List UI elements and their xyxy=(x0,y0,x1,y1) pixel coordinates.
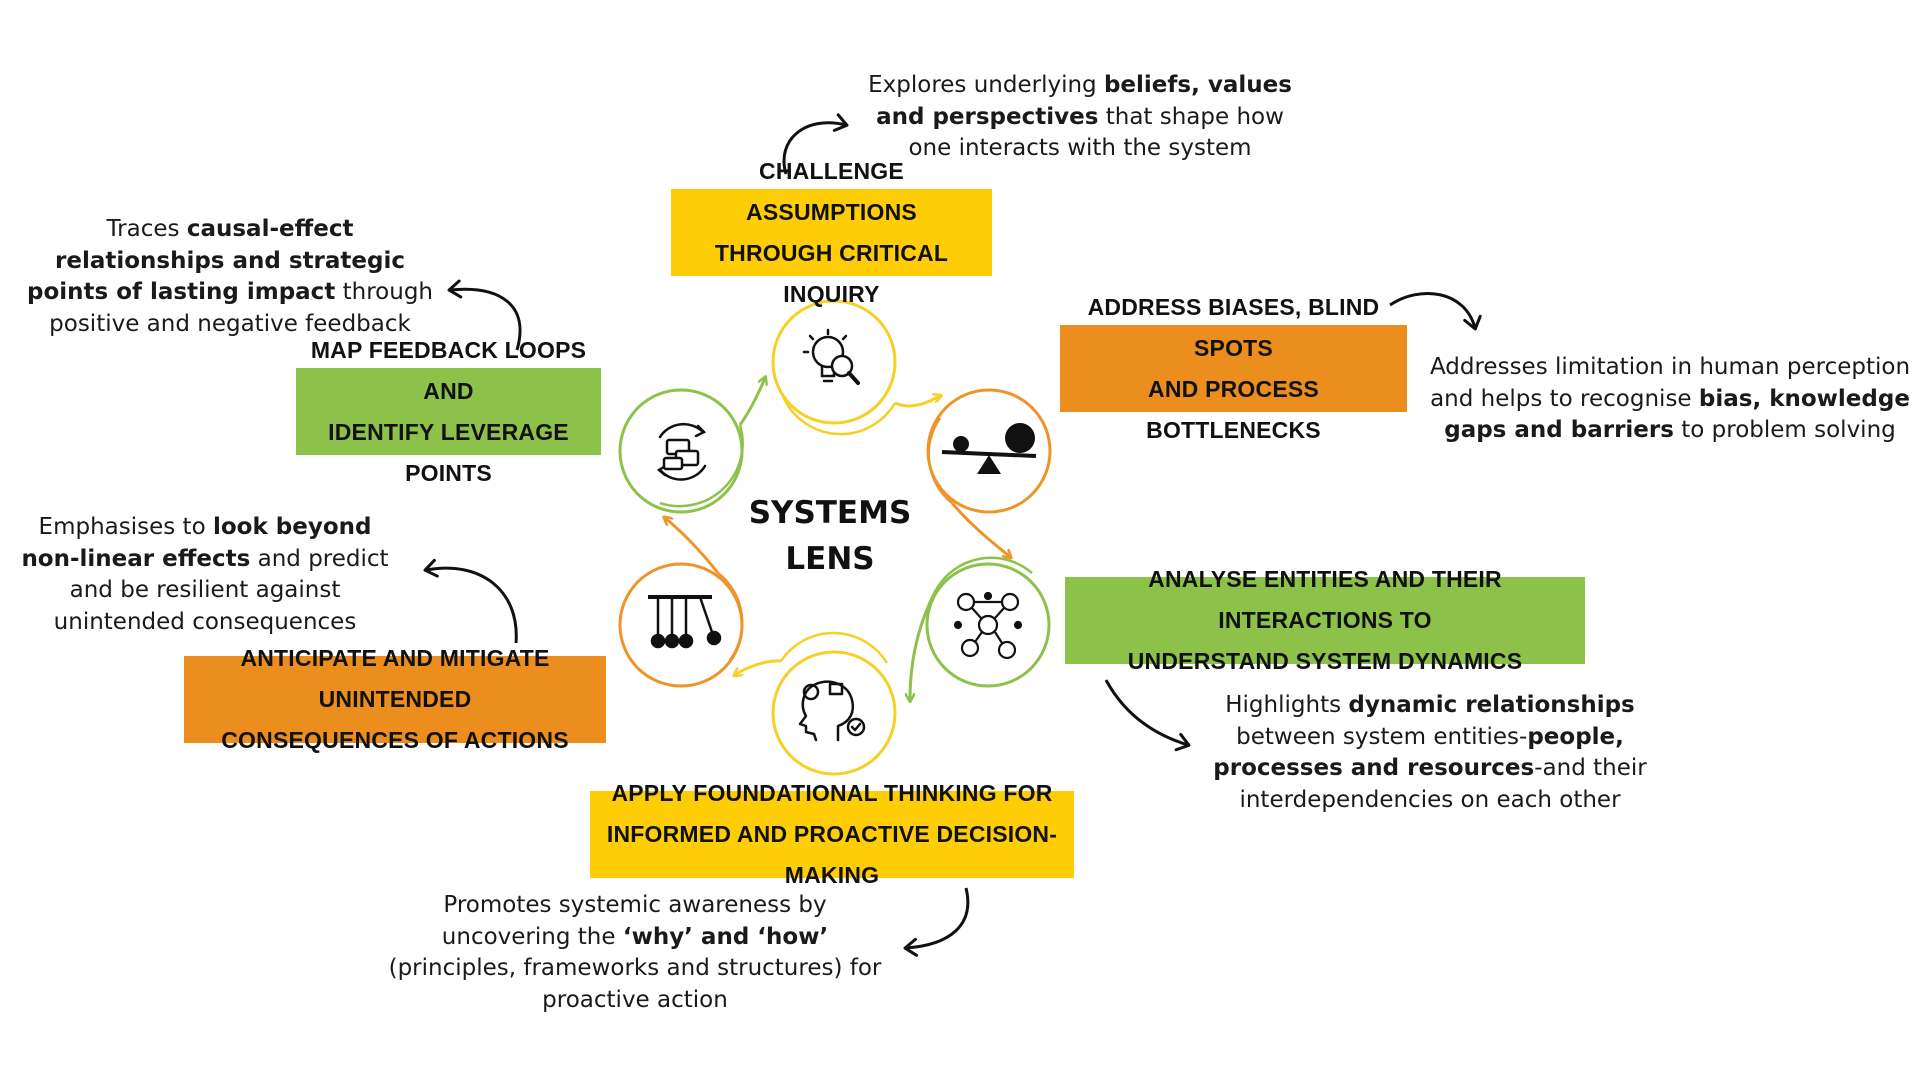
center-title: SYSTEMS LENS xyxy=(748,495,912,577)
balance-scale-icon xyxy=(941,423,1037,474)
label-address-biases: ADDRESS BIASES, BLIND SPOTS AND PROCESS … xyxy=(1060,294,1407,443)
arrow-challenge xyxy=(782,113,849,175)
label-analyse-entities: ANALYSE ENTITIES AND THEIR INTERACTIONS … xyxy=(1065,566,1585,674)
arrow-biases xyxy=(1389,291,1482,331)
chat-cycle-icon xyxy=(656,422,707,481)
description-apply: Promotes systemic awareness by uncoverin… xyxy=(388,892,882,1013)
ring-challenge xyxy=(771,299,940,436)
network-people-icon xyxy=(953,591,1023,660)
label-apply-thinking: APPLY FOUNDATIONAL THINKING FOR INFORMED… xyxy=(590,780,1074,888)
arrow-analyse xyxy=(1104,679,1191,752)
label-challenge-assumptions: CHALLENGE ASSUMPTIONS THROUGH CRITICAL I… xyxy=(671,158,992,307)
description-feedback: Traces causal-effect relationships and s… xyxy=(27,216,433,337)
label-feedback-loops: MAP FEEDBACK LOOPS AND IDENTIFY LEVERAGE… xyxy=(296,337,601,486)
description-biases: Addresses limitation in human perception… xyxy=(1429,354,1911,443)
arrow-anticipate xyxy=(423,558,518,644)
ring-apply xyxy=(735,631,897,776)
arrow-apply xyxy=(903,887,970,957)
label-anticipate-consequences: ANTICIPATE AND MITIGATE UNINTENDED CONSE… xyxy=(184,645,606,753)
ring-biases xyxy=(926,388,1052,557)
arrow-feedback xyxy=(447,279,522,351)
ring-analyse xyxy=(910,556,1051,700)
description-analyse: Highlights dynamic relationships between… xyxy=(1213,692,1647,813)
idea-magnifier-icon xyxy=(802,328,860,385)
newtons-cradle-icon xyxy=(648,595,722,649)
description-anticipate: Emphasises to look beyond non-linear eff… xyxy=(21,514,389,635)
description-challenge: Explores underlying beliefs, values and … xyxy=(868,72,1292,161)
thinking-head-icon xyxy=(798,680,866,742)
ring-anticipate xyxy=(618,518,744,688)
